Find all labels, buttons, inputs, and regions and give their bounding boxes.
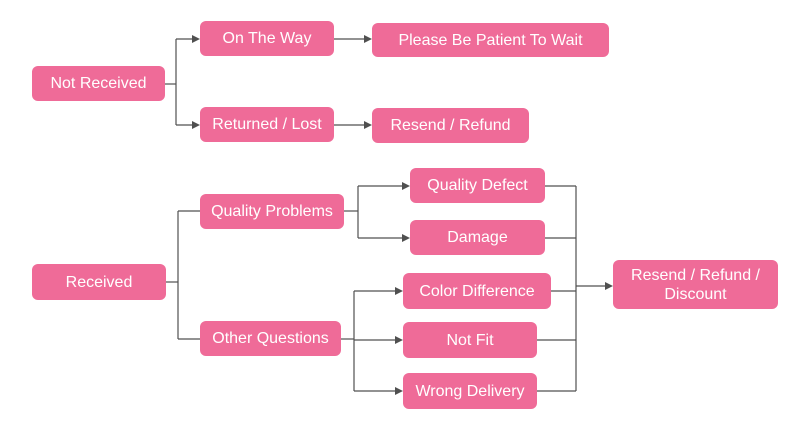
damage-node: Damage — [410, 220, 545, 255]
arrowhead-quality-defect — [402, 182, 410, 190]
arrowhead-wait — [364, 35, 372, 43]
arrowhead-returned-lost — [192, 121, 200, 129]
wrong-delivery-node: Wrong Delivery — [403, 373, 537, 409]
not-received-node: Not Received — [32, 66, 165, 101]
outcome-label-line-1: Resend / Refund / — [631, 266, 760, 284]
resend-refund-node: Resend / Refund — [372, 108, 529, 143]
arrowhead-on-the-way — [192, 35, 200, 43]
resend-refund-discount-node: Resend / Refund / Discount — [613, 260, 778, 309]
arrowhead-outcome — [605, 282, 613, 290]
other-questions-node: Other Questions — [200, 321, 341, 356]
arrowhead-damage — [402, 234, 410, 242]
arrowhead-not-fit — [395, 336, 403, 344]
on-the-way-node: On The Way — [200, 21, 334, 56]
arrowhead-wrong-delivery — [395, 387, 403, 395]
not-fit-node: Not Fit — [403, 322, 537, 358]
returned-lost-node: Returned / Lost — [200, 107, 334, 142]
received-node: Received — [32, 264, 166, 300]
arrowhead-color-difference — [395, 287, 403, 295]
arrowhead-resend-refund — [364, 121, 372, 129]
quality-problems-node: Quality Problems — [200, 194, 344, 229]
please-be-patient-node: Please Be Patient To Wait — [372, 23, 609, 57]
outcome-label-line-2: Discount — [664, 285, 727, 303]
color-difference-node: Color Difference — [403, 273, 551, 309]
quality-defect-node: Quality Defect — [410, 168, 545, 203]
